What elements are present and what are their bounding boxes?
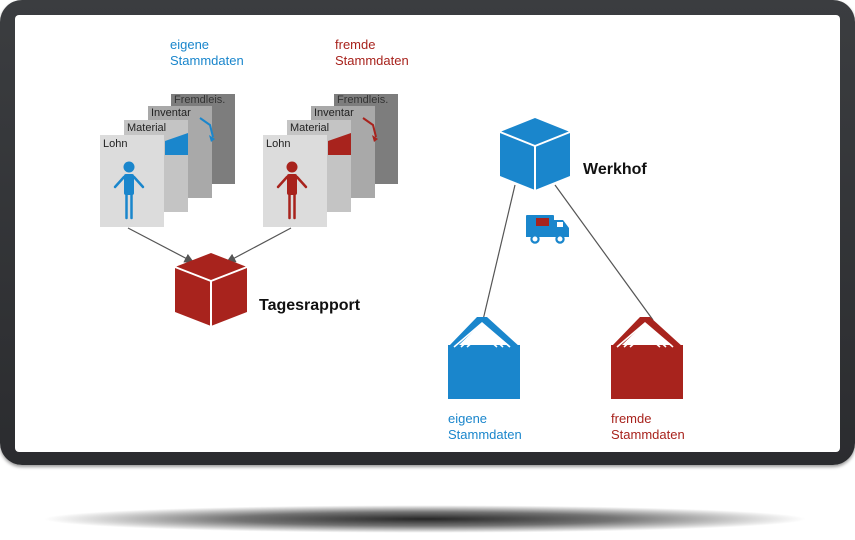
left-group-title-2: Stammdaten bbox=[170, 53, 244, 68]
card-label-lohn: Lohn bbox=[103, 138, 128, 150]
middle-group-title-2: Stammdaten bbox=[335, 53, 409, 68]
left-group-title-1: eigene bbox=[170, 37, 210, 52]
building-icon bbox=[611, 317, 683, 399]
link-werkhof-fremde bbox=[554, 184, 654, 321]
box-icon bbox=[499, 118, 571, 190]
arrow-left bbox=[127, 227, 195, 263]
truck-icon bbox=[526, 215, 569, 244]
card-label-material: Material bbox=[127, 122, 167, 134]
card-label-material: Material bbox=[290, 122, 330, 134]
middle-card-stack bbox=[263, 94, 398, 227]
tagesrapport-label: Tagesrapport bbox=[259, 297, 361, 314]
box-icon bbox=[174, 253, 248, 326]
diagram-screen: eigene Stammdaten fremde Stammdaten Frem… bbox=[15, 15, 840, 452]
bottom-right-label-2: Stammdaten bbox=[611, 427, 685, 442]
box-icon bbox=[165, 133, 188, 155]
excavator-icon bbox=[362, 117, 378, 142]
bottom-left-label-2: Stammdaten bbox=[448, 427, 522, 442]
card-label-fremdleis: Fremdleis. bbox=[337, 94, 389, 106]
monitor-frame: eigene Stammdaten fremde Stammdaten Frem… bbox=[0, 0, 855, 465]
excavator-icon bbox=[199, 117, 215, 142]
person-icon bbox=[113, 161, 145, 220]
link-werkhof-eigene bbox=[482, 184, 516, 321]
box-icon bbox=[328, 133, 351, 155]
left-card-stack bbox=[100, 94, 235, 227]
werkhof-label: Werkhof bbox=[583, 161, 647, 178]
arrow-right bbox=[225, 227, 292, 263]
middle-group-title-1: fremde bbox=[335, 37, 376, 52]
card-label-inventar: Inventar bbox=[314, 107, 354, 119]
card-label-inventar: Inventar bbox=[151, 107, 191, 119]
card-label-fremdleis: Fremdleis. bbox=[174, 94, 226, 106]
bottom-left-label-1: eigene bbox=[448, 411, 488, 426]
diagram-canvas bbox=[100, 94, 683, 399]
person-icon bbox=[276, 161, 308, 220]
card-label-lohn: Lohn bbox=[266, 138, 291, 150]
bottom-right-label-1: fremde bbox=[611, 411, 652, 426]
building-icon bbox=[448, 317, 520, 399]
floor-shadow bbox=[40, 505, 810, 533]
